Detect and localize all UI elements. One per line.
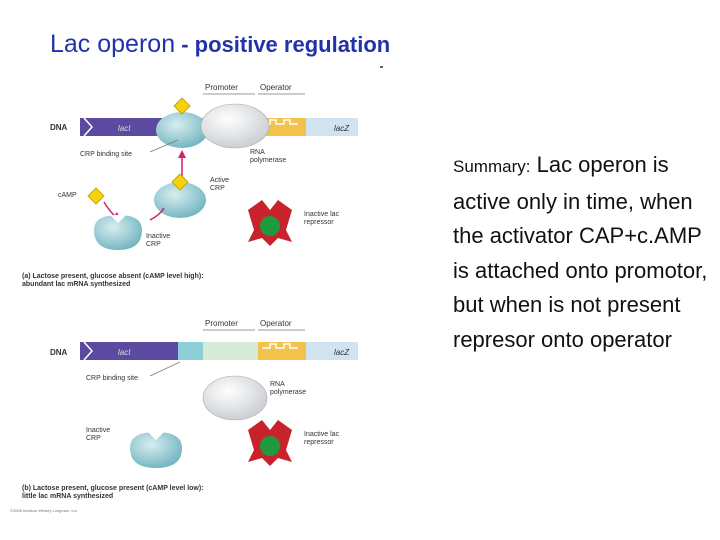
promoter-label-b: Promoter xyxy=(205,319,238,328)
inactive-crp-a xyxy=(94,215,142,250)
inactive-crp-label-b-2: CRP xyxy=(86,435,101,442)
inactive-crp-label-a-1: Inactive xyxy=(146,233,170,240)
panel-a: Promoter Operator DNA lacI lacZ CRP bind… xyxy=(22,83,358,288)
inactive-rep-label-a-1: Inactive lac xyxy=(304,211,340,218)
laci-label-b: lacI xyxy=(118,348,131,357)
bound-crp-a xyxy=(156,112,208,148)
promoter-region-b xyxy=(203,342,258,360)
active-crp-a xyxy=(154,182,206,218)
caption-a-1: (a) Lactose present, glucose absent (cAM… xyxy=(22,273,204,280)
rna-polymerase-a xyxy=(200,103,270,149)
copyright-text: ©2008 Addison Wesley Longman, Inc. xyxy=(10,508,78,513)
operator-notch-a xyxy=(262,119,298,125)
dna-arrow-a xyxy=(83,117,94,137)
lacz-gene-b xyxy=(306,342,358,360)
crp-site-pointer-b xyxy=(149,361,181,377)
summary-label: Summary: xyxy=(453,157,531,176)
caption-b-2: little lac mRNA synthesized xyxy=(22,493,113,500)
panel-b: Promoter Operator DNA lacI lacZ CRP bind… xyxy=(10,319,358,513)
inducer-b xyxy=(260,436,280,456)
inactive-rep-label-b-1: Inactive lac xyxy=(304,431,340,438)
operator-label-b: Operator xyxy=(260,319,292,328)
caption-b-1: (b) Lactose present, glucose present (cA… xyxy=(22,485,204,492)
promoter-label-a: Promoter xyxy=(205,83,238,92)
active-camp-a xyxy=(171,173,189,191)
inducer-a xyxy=(260,216,280,236)
inactive-rep-label-a-2: repressor xyxy=(304,219,334,226)
active-crp-label-a-1: Active xyxy=(210,177,229,184)
camp-label-a: cAMP xyxy=(58,192,77,199)
rna-pol-label-b-2: polymerase xyxy=(270,389,306,396)
inactive-crp-b xyxy=(130,432,182,468)
laci-gene-a xyxy=(80,118,178,136)
rna-pol-label-b-1: RNA xyxy=(270,381,285,388)
inactive-crp-label-a-2: CRP xyxy=(146,241,161,248)
operator-region-b xyxy=(258,342,306,360)
dna-arrow-b xyxy=(83,341,94,361)
rna-polymerase-b xyxy=(202,375,268,421)
inactive-crp-notch-a xyxy=(110,215,126,223)
lacz-label-b: lacZ xyxy=(334,348,350,357)
operator-notch-b xyxy=(262,343,298,349)
dna-label-b: DNA xyxy=(50,348,68,357)
dna-label-a: DNA xyxy=(50,123,68,132)
active-crp-label-a-2: CRP xyxy=(210,185,225,192)
title-main: Lac operon xyxy=(50,30,176,58)
summary-text: Lac operon is active only in time, when … xyxy=(453,152,708,352)
inactive-crp-label-b-1: Inactive xyxy=(86,427,110,434)
crp-site-pointer-a xyxy=(149,139,179,153)
inactive-crp-notch-b xyxy=(148,432,164,440)
title-dot xyxy=(380,66,383,68)
lacz-gene-a xyxy=(306,118,358,136)
laci-gene-b xyxy=(80,342,178,360)
crp-activation-arrow-a xyxy=(149,207,165,221)
laci-label-a: lacI xyxy=(118,124,131,133)
inactive-rep-label-b-2: repressor xyxy=(304,439,334,446)
caption-a-2: abundant lac mRNA synthesized xyxy=(22,281,130,288)
free-camp-a xyxy=(87,187,105,205)
operator-label-a: Operator xyxy=(260,83,292,92)
lac-operon-diagram: Promoter Operator DNA lacI lacZ CRP bind… xyxy=(10,83,358,513)
summary-box: Summary: Lac operon is active only in ti… xyxy=(453,148,713,357)
rna-pol-label-a-2: polymerase xyxy=(250,157,286,164)
crp-site-label-a: CRP binding site xyxy=(80,151,132,158)
slide-title: Lac operon - positive regulation xyxy=(50,30,391,68)
binding-arrowhead-a xyxy=(178,150,186,158)
crp-site-b xyxy=(178,342,203,360)
lacz-label-a: lacZ xyxy=(334,124,350,133)
title-subtitle: - positive regulation xyxy=(175,32,391,57)
crp-site-label-b: CRP binding site xyxy=(86,375,138,382)
bound-camp-a xyxy=(173,97,191,115)
rna-pol-label-a-1: RNA xyxy=(250,149,265,156)
